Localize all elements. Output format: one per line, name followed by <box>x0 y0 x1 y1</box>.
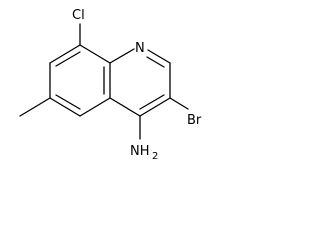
double-bond-c5-c6-inner <box>55 94 81 110</box>
quinoline-structure-diagram: Cl N Br NH 2 <box>19 8 202 162</box>
bond-c8-c8a <box>79 44 111 64</box>
double-bond-n1-c2-inner <box>146 56 165 68</box>
chlorine-label: Cl <box>72 8 85 23</box>
bond-c8a-n1 <box>109 48 135 64</box>
bond-c4a-c5 <box>79 97 111 117</box>
substituent-bonds <box>19 23 189 140</box>
bond-c7-c8 <box>49 44 81 64</box>
pyridine-ring <box>109 48 171 117</box>
bond-c3-br <box>169 97 189 110</box>
nitrogen-label: N <box>135 41 145 56</box>
amine-subscript: 2 <box>152 151 158 162</box>
bond-n1-c2 <box>147 49 171 64</box>
bond-c4-c4a <box>109 97 141 117</box>
bromine-label: Br <box>187 113 202 128</box>
double-bond-c7-c8-inner <box>55 51 81 67</box>
bond-c3-c4 <box>139 97 171 117</box>
bond-c6-methyl <box>19 97 51 117</box>
amine-label: NH <box>130 144 150 159</box>
benzo-ring <box>49 44 111 117</box>
bond-c5-c6 <box>49 97 81 117</box>
double-bond-c3-c4-inner <box>139 94 165 110</box>
